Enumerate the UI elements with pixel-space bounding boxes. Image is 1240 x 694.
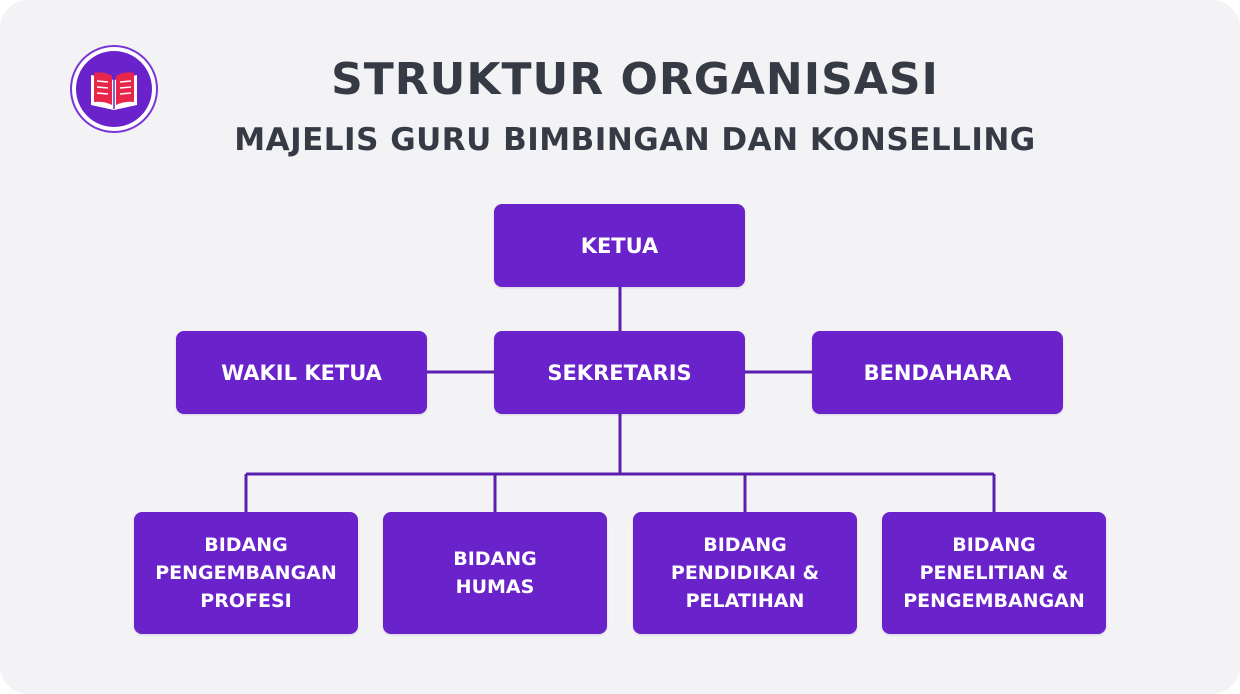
ketua-box: KETUA — [494, 204, 745, 287]
bendahara-box: BENDAHARA — [812, 331, 1063, 414]
bidang-pendidikan-pelatihan-box: BIDANG PENDIDIKAI & PELATIHAN — [633, 512, 857, 634]
bidang-penelitian-pengembangan-box: BIDANG PENELITIAN & PENGEMBANGAN — [882, 512, 1106, 634]
wakil-ketua-label: WAKIL KETUA — [221, 360, 382, 385]
ketua-label: KETUA — [580, 233, 659, 258]
bidang-label: BIDANG PENELITIAN & PENGEMBANGAN — [903, 534, 1085, 612]
bidang-humas-box: BIDANG HUMAS — [383, 512, 607, 634]
bidang-pengembangan-profesi-box: BIDANG PENGEMBANGAN PROFESI — [134, 512, 358, 634]
sekretaris-label: SEKRETARIS — [547, 360, 692, 385]
bidang-label: BIDANG PENDIDIKAI & PELATIHAN — [670, 534, 820, 612]
page-title: STRUKTUR ORGANISASI — [331, 54, 939, 105]
bendahara-label: BENDAHARA — [863, 360, 1012, 385]
bidang-label: BIDANG PENGEMBANGAN PROFESI — [155, 534, 337, 612]
sekretaris-box: SEKRETARIS — [494, 331, 745, 414]
bidang-label: BIDANG HUMAS — [453, 548, 537, 598]
wakil-ketua-box: WAKIL KETUA — [176, 331, 427, 414]
page-subtitle: MAJELIS GURU BIMBINGAN DAN KONSELLING — [234, 122, 1036, 158]
open-book-icon — [70, 45, 158, 133]
